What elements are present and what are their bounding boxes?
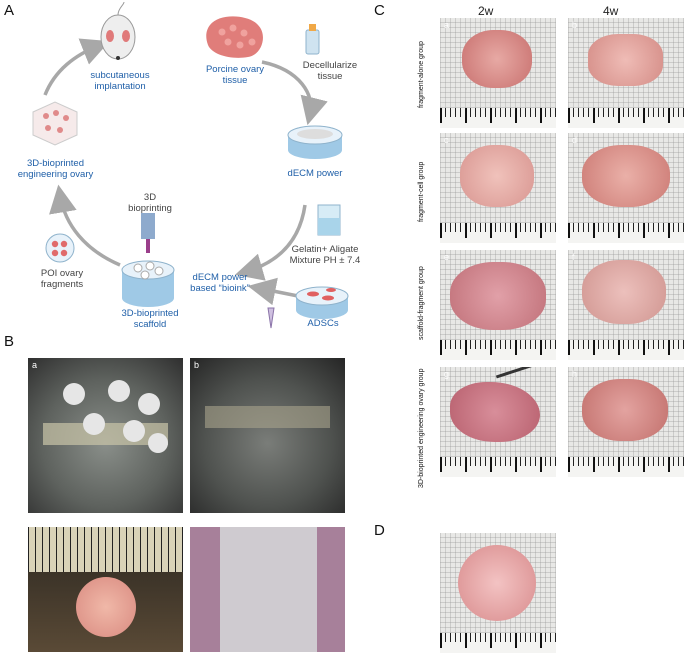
row-label-fragment-cell: fragment-cell group <box>418 161 425 222</box>
arrow-scaffold-to-engovary <box>49 184 121 267</box>
workflow-diagram <box>32 1 349 329</box>
label-3d-scaffold: 3D-bioprinted scaffold <box>121 308 179 330</box>
photo-fragments-dish: b <box>190 358 345 513</box>
label-bioink: dECM power based “bioink” <box>190 272 250 294</box>
label-porcine-ovary: Porcine ovary tissue <box>205 64 265 86</box>
photo-corner-label: b <box>194 360 200 370</box>
column-header-4w: 4w <box>603 4 619 18</box>
decm-powder-dish-icon <box>287 125 343 159</box>
scaffold-dish-icon <box>121 260 175 307</box>
label-subcutaneous-implantation: subcutaneous implantation <box>90 70 150 92</box>
decellularize-tube-icon <box>305 24 320 55</box>
label-3d-bioprinting: 3D bioprinting <box>128 192 172 214</box>
photo-panel-d-ovary <box>440 533 556 653</box>
engineering-ovary-icon <box>32 101 78 146</box>
photo-corner-label: a <box>32 360 38 370</box>
photo-scaffold-ruler: c <box>28 527 183 652</box>
photo-corner-label: b <box>572 20 578 30</box>
pipette-tip-icon <box>267 307 275 329</box>
photo-corner-label: h <box>572 369 578 379</box>
label-poi-fragments: POI ovary fragments <box>40 268 84 290</box>
photo-corner-label: d <box>572 135 578 145</box>
row-label-fragment-alone: fragment-alone group <box>418 41 425 108</box>
label-decellularize: Decellularize tissue <box>302 60 358 82</box>
photo-implanted-mouse: d <box>190 527 345 652</box>
panel-label-d: D <box>374 522 385 539</box>
label-gelatin-alginate: Gelatin+ Aligate Mixture PH ± 7.4 <box>289 244 361 266</box>
porcine-ovary-icon <box>206 16 263 58</box>
photo-fragment-cell-2w: c <box>440 133 556 243</box>
photo-fragment-cell-4w: d <box>568 133 684 243</box>
beaker-icon <box>317 204 341 236</box>
label-decm-powder: dECM power <box>287 168 343 179</box>
adscs-dish-icon <box>295 286 349 319</box>
panel-label-b: B <box>4 333 15 350</box>
photo-corner-label: a <box>444 20 450 30</box>
photo-engineering-ovary-2w: g <box>440 367 556 477</box>
photo-engineering-ovary-4w: h <box>568 367 684 477</box>
photo-scaffold-fragment-2w: e <box>440 250 556 360</box>
arrow-powder-to-bioink <box>234 204 307 281</box>
arrow-adscs-to-bioink <box>247 277 299 306</box>
photo-corner-label: f <box>572 252 575 262</box>
photo-fragment-alone-4w: b <box>568 18 684 128</box>
mouse-icon <box>100 1 136 60</box>
panel-label-a: A <box>4 2 15 19</box>
photo-scaffolds-dish: a <box>28 358 183 513</box>
row-label-engineering-ovary: 3D-bioprinted engineering ovary group <box>418 368 425 488</box>
arrow-ovary-to-powder <box>261 60 328 126</box>
photo-fragment-alone-2w: a <box>440 18 556 128</box>
row-label-scaffold-fragment: scaffold-fragment group <box>418 266 425 340</box>
photo-corner-label: g <box>444 369 450 379</box>
poi-fragments-dish-icon <box>45 233 75 263</box>
label-adscs: ADSCs <box>307 318 339 329</box>
photo-scaffold-fragment-4w: f <box>568 250 684 360</box>
arrow-engovary-to-implant <box>43 38 110 96</box>
column-header-2w: 2w <box>478 4 494 18</box>
panel-label-c: C <box>374 2 385 19</box>
photo-corner-label: e <box>444 252 450 262</box>
bioprinter-nozzle-icon <box>141 213 155 253</box>
label-engineering-ovary: 3D-bioprinted engineering ovary <box>17 158 94 180</box>
photo-corner-label: c <box>444 135 449 145</box>
